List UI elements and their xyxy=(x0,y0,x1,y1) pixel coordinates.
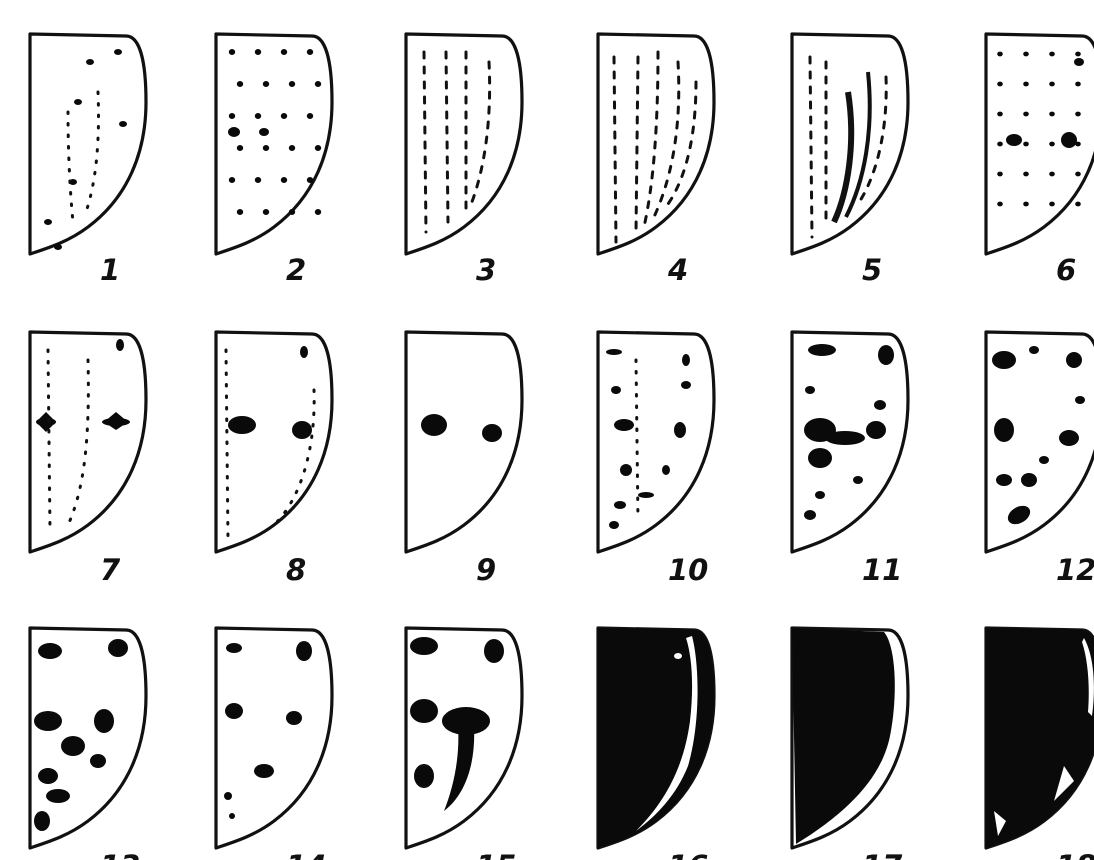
panel-label: 9 xyxy=(476,553,496,587)
panel-label: 15 xyxy=(476,849,516,860)
blade-panel-17: 17 xyxy=(792,628,908,860)
blade-panel-1: 1 xyxy=(30,34,146,287)
blade-panel-5: 5 xyxy=(792,34,908,287)
panel-label: 7 xyxy=(100,553,121,587)
panel-label: 16 xyxy=(668,849,708,860)
panel-label: 18 xyxy=(1056,849,1094,860)
blade-panel-13: 13 xyxy=(30,628,146,860)
panel-label: 4 xyxy=(667,253,688,287)
blade-panel-4: 4 xyxy=(598,34,714,287)
blade-panel-10: 10 xyxy=(598,332,714,587)
panel-label: 10 xyxy=(668,553,708,587)
panel-label: 5 xyxy=(862,253,882,287)
panel-label: 6 xyxy=(1056,253,1076,287)
blade-panel-7: 7 xyxy=(30,332,146,587)
blade-panel-3: 3 xyxy=(406,34,522,287)
blade-panel-12: 12 xyxy=(986,332,1094,587)
blade-panel-11: 11 xyxy=(792,332,908,587)
panel-label: 3 xyxy=(476,253,496,287)
panel-label: 11 xyxy=(862,553,902,587)
blade-panel-6: 6 xyxy=(986,34,1094,287)
panel-label: 2 xyxy=(286,253,306,287)
panel-label: 14 xyxy=(286,849,326,860)
blade-panel-15: 15 xyxy=(406,628,522,860)
panel-label: 8 xyxy=(286,553,306,587)
blade-panel-2: 2 xyxy=(216,34,332,287)
panel-label: 17 xyxy=(862,849,903,860)
blade-panel-16: 16 xyxy=(598,628,714,860)
panel-label: 13 xyxy=(100,849,140,860)
blade-panel-8: 8 xyxy=(216,332,332,587)
blade-panel-14: 14 xyxy=(216,628,332,860)
blade-panel-18: 18 xyxy=(986,628,1094,860)
panel-label: 12 xyxy=(1056,553,1094,587)
blade-panel-9: 9 xyxy=(406,332,522,587)
panel-label: 1 xyxy=(100,253,120,287)
